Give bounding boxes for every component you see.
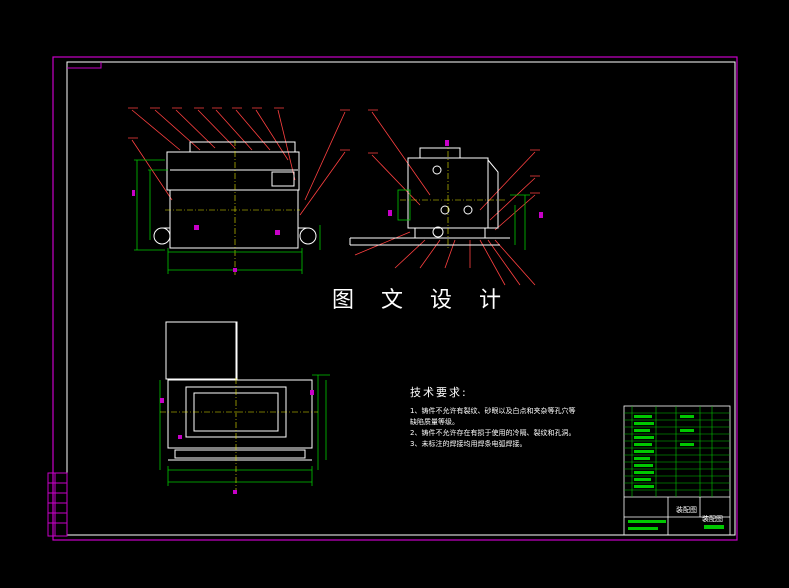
drawing-name: 装配图 [676, 506, 697, 514]
parts-list-table [624, 406, 730, 497]
requirement-line: 缺陷质量等级。 [410, 418, 459, 426]
outer-frame [52, 56, 738, 541]
requirement-line: 1、铸件不允许有裂纹、砂眼以及白点和夹杂等孔穴等 [410, 407, 576, 415]
side-ruler [47, 472, 68, 537]
top-view [159, 321, 330, 495]
technical-requirements: 技术要求: 1、铸件不允许有裂纹、砂眼以及白点和夹杂等孔穴等 缺陷质量等级。 2… [410, 384, 575, 450]
corner-mark [67, 62, 102, 69]
technical-requirements-title: 技术要求: [410, 386, 468, 399]
watermark-text: 图 文 设 计 [332, 288, 511, 313]
front-view-leaders [128, 107, 350, 216]
front-view [128, 107, 350, 275]
title-block-cells [628, 415, 724, 530]
side-view [349, 109, 543, 286]
requirement-line: 3、未标注的焊接均用焊条电弧焊接。 [410, 440, 527, 448]
drawing-name-secondary: 装配图 [702, 515, 723, 523]
title-block [623, 405, 731, 536]
inner-frame [66, 61, 736, 536]
requirement-line: 2、铸件不允许存在有损于使用的冷隔、裂纹和孔洞。 [410, 429, 576, 437]
